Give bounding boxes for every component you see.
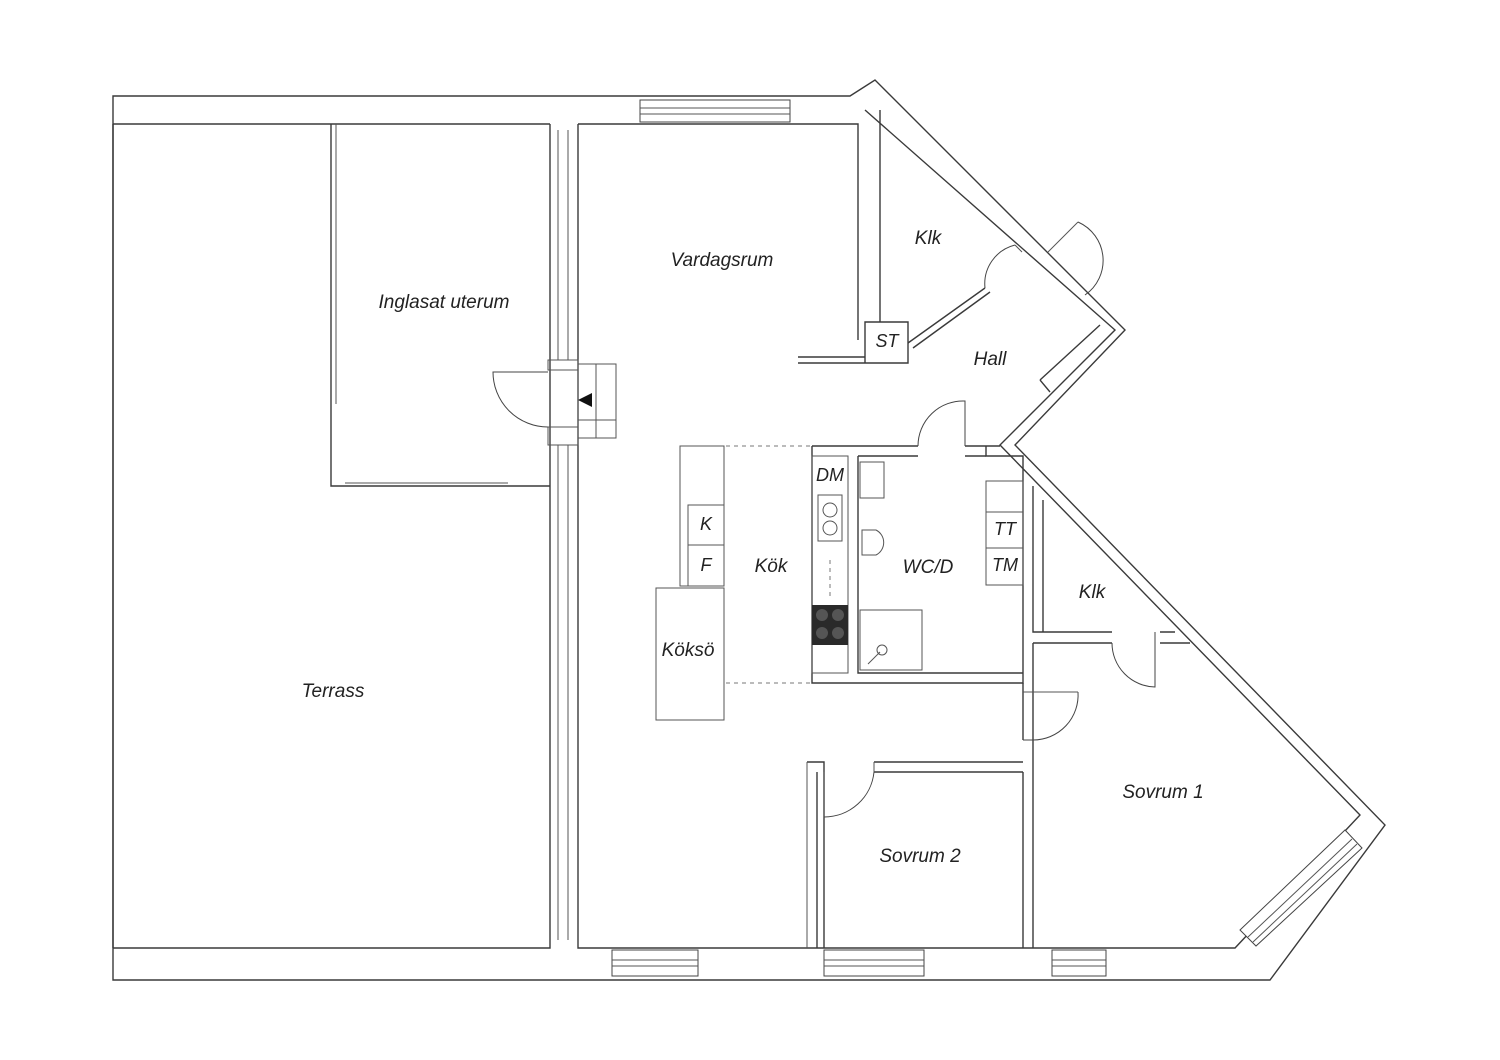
room-label-closet-right: Klk <box>1079 582 1107 603</box>
room-label-glazed-room: Inglasat uterum <box>379 292 510 313</box>
glazed-room-walls <box>330 124 550 487</box>
kitchen-counter <box>811 455 849 674</box>
exterior-walls <box>112 79 1386 981</box>
bedroom-2-walls <box>806 761 1024 948</box>
bedroom-1-walls <box>1022 486 1190 948</box>
room-label-storage: ST <box>875 331 900 351</box>
uterum-door <box>492 363 617 439</box>
room-label-wc: WC/D <box>903 557 954 578</box>
fixture-label-dishwasher: DM <box>816 465 844 485</box>
room-label-hall: Hall <box>974 349 1008 370</box>
room-label-terrace: Terrass <box>302 681 365 702</box>
core-walls <box>811 400 1024 684</box>
room-label-closet-top: Klk <box>915 228 943 249</box>
fixture-label-washer: TM <box>992 555 1018 575</box>
fixture-label-fridge: K <box>700 514 713 534</box>
fixture-label-freezer: F <box>701 555 713 575</box>
glazed-partition <box>547 130 579 940</box>
hall-walls <box>798 110 1104 393</box>
room-label-living-room: Vardagsrum <box>671 250 774 271</box>
room-label-bedroom-1: Sovrum 1 <box>1122 782 1203 803</box>
kitchen-units <box>655 445 812 721</box>
windows <box>611 99 1363 977</box>
fixture-label-dryer: TT <box>994 519 1018 539</box>
room-label-bedroom-2: Sovrum 2 <box>879 846 961 867</box>
room-label-kitchen: Kök <box>755 556 789 577</box>
room-label-kitchen-island: Köksö <box>662 640 715 661</box>
